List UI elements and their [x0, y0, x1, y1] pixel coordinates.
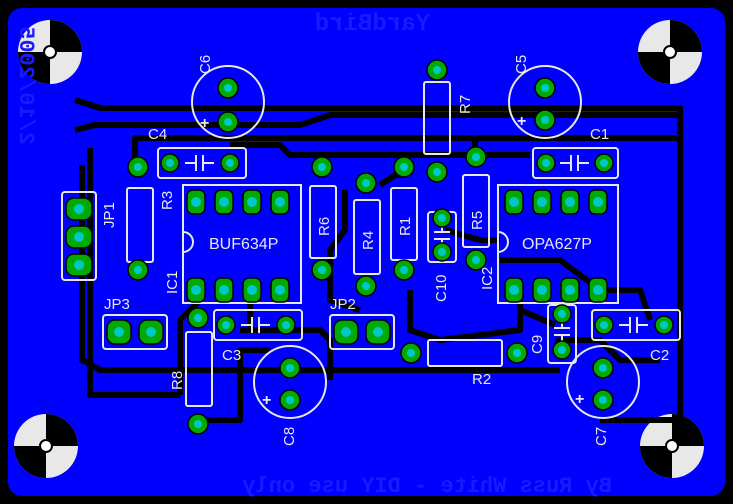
- svg-text:+: +: [262, 392, 271, 409]
- label-c1: C1: [590, 126, 609, 143]
- label-opa627p: OPA627P: [522, 236, 592, 253]
- label-ic1: IC1: [164, 271, 181, 294]
- label-c5: C5: [513, 55, 530, 74]
- label-jp3: JP3: [104, 296, 130, 313]
- label-c2: C2: [650, 347, 669, 364]
- label-r8: R8: [169, 371, 186, 390]
- label-r3: R3: [159, 191, 176, 210]
- label-r5: R5: [469, 211, 486, 230]
- label-r7: R7: [457, 95, 474, 114]
- mounting-hole-bottom-right: [640, 414, 704, 478]
- label-c7: C7: [593, 427, 610, 446]
- silkscreen-outlines: [61, 65, 681, 419]
- mounting-hole-top-right: [638, 20, 702, 84]
- label-c8: C8: [281, 427, 298, 446]
- mounting-hole-bottom-left: [14, 414, 78, 478]
- label-r4: R4: [360, 231, 377, 250]
- label-jp1: JP1: [101, 202, 118, 228]
- component-labels: C1 C2 C3 C4 C5 C6 C7 C8 C9 C10 R1 R2 R3 …: [101, 55, 669, 446]
- credit-text-mirrored: By Russ White - DIY use only: [242, 474, 612, 499]
- label-r1: R1: [397, 217, 414, 236]
- label-jp2: JP2: [330, 296, 356, 313]
- svg-text:+: +: [517, 113, 526, 130]
- label-c6: C6: [197, 55, 214, 74]
- label-c10: C10: [433, 274, 450, 302]
- label-c3: C3: [222, 347, 241, 364]
- svg-text:+: +: [575, 391, 584, 408]
- label-r6: R6: [316, 217, 333, 236]
- label-ic2: IC2: [479, 267, 496, 290]
- label-r2: R2: [472, 371, 491, 388]
- label-c9: C9: [529, 335, 546, 354]
- label-c4: C4: [148, 126, 167, 143]
- svg-text:+: +: [200, 115, 209, 132]
- pads: [65, 59, 674, 435]
- polarity-marks: + + + +: [200, 113, 584, 409]
- date-text-mirrored: 2/10/2005: [13, 26, 38, 145]
- board-title-mirrored: YardBird: [315, 11, 430, 38]
- label-buf634p: BUF634P: [209, 236, 278, 253]
- mounting-hole-top-left: [18, 20, 82, 84]
